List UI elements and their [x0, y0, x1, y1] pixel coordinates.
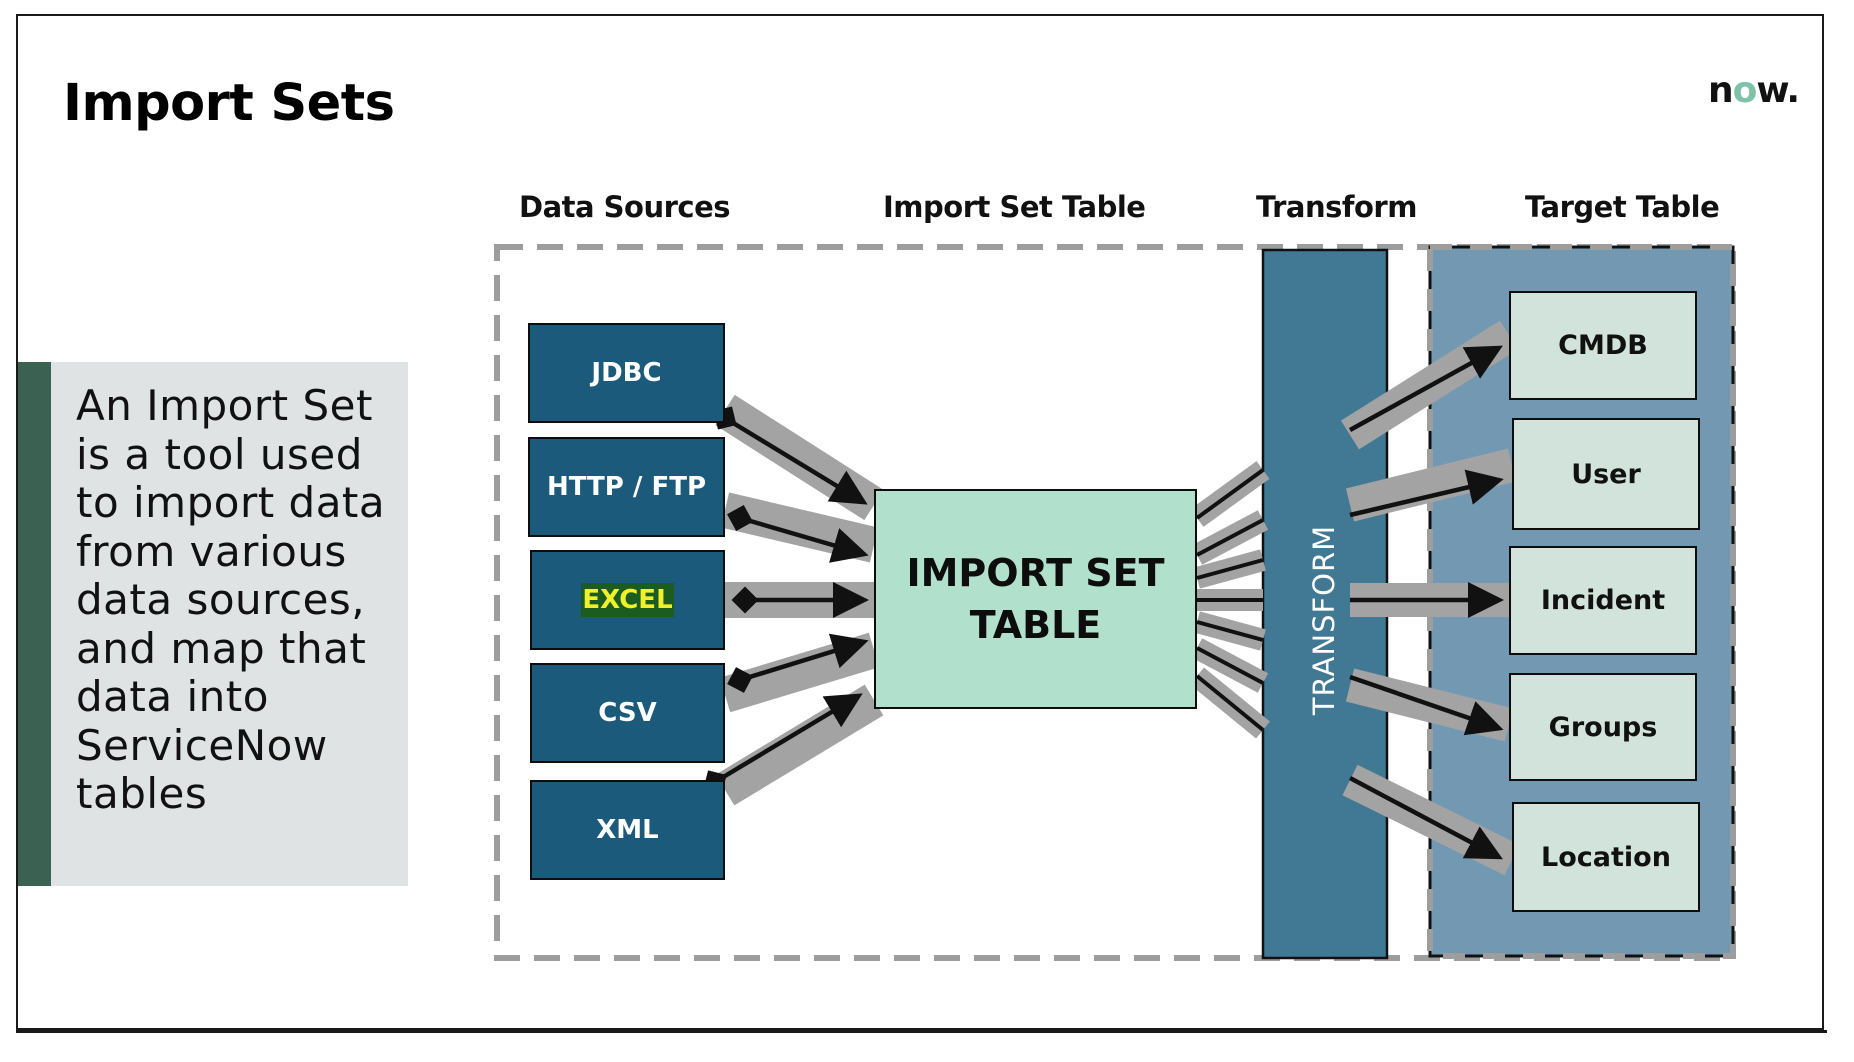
import-set-table-box: IMPORT SET TABLE — [874, 489, 1197, 709]
source-arrow — [713, 406, 868, 505]
target-label: Location — [1541, 841, 1671, 873]
source-connector-band — [715, 394, 884, 521]
transform-to-target-connectors — [1340, 320, 1520, 876]
import-transform-line — [1195, 674, 1265, 732]
source-connector-band — [719, 632, 880, 713]
source-xml: XML — [530, 780, 725, 880]
source-arrow — [727, 505, 869, 563]
import-transform-line — [1195, 468, 1265, 520]
source-connector-band — [715, 684, 884, 806]
target-location: Location — [1512, 802, 1700, 912]
source-connectors — [703, 394, 884, 806]
source-label: JDBC — [591, 358, 662, 388]
source-arrow — [727, 633, 869, 693]
target-label: Groups — [1548, 711, 1658, 743]
source-label: HTTP / FTP — [546, 472, 707, 502]
source-label: XML — [596, 815, 659, 845]
target-arrow — [1348, 776, 1503, 860]
description-accent-bar — [18, 362, 51, 886]
source-jdbc: JDBC — [528, 323, 725, 423]
target-user: User — [1512, 418, 1700, 530]
logo-o-icon: o — [1732, 70, 1758, 111]
column-header-transform: Transform — [1256, 190, 1417, 224]
import-transform-line — [1196, 518, 1264, 557]
source-arrow — [703, 693, 863, 794]
column-header-target-table: Target Table — [1525, 190, 1720, 224]
import-to-transform-connectors — [1190, 461, 1270, 739]
source-http-ftp: HTTP / FTP — [528, 437, 725, 537]
target-incident: Incident — [1509, 546, 1697, 655]
import-process-boundary — [494, 244, 1736, 961]
target-arrow — [1348, 345, 1503, 432]
target-arrow — [1349, 469, 1504, 518]
transform-label: TRANSFORM — [1280, 525, 1368, 715]
target-panel-dashed-edge — [1427, 244, 1736, 959]
import-transform-line — [1196, 620, 1264, 642]
slide-shadow — [16, 1030, 1827, 1033]
import-set-label-line2: TABLE — [969, 603, 1102, 647]
column-header-import-set-table: Import Set Table — [883, 190, 1146, 224]
target-label: CMDB — [1558, 330, 1648, 361]
column-header-data-sources: Data Sources — [519, 190, 731, 224]
page-title: Import Sets — [63, 74, 395, 133]
target-label: User — [1571, 458, 1641, 490]
source-csv: CSV — [530, 663, 725, 763]
transform-label-text: TRANSFORM — [1307, 524, 1341, 716]
import-set-label-line1: IMPORT SET — [906, 551, 1165, 595]
description-panel: An Import Set is a tool used to import d… — [18, 362, 408, 886]
logo-n: n — [1708, 70, 1734, 111]
source-label-highlighted: EXCEL — [581, 583, 674, 617]
import-transform-line — [1196, 646, 1264, 685]
logo-w: w. — [1756, 70, 1800, 111]
servicenow-logo: now. — [1708, 70, 1800, 111]
source-label: CSV — [598, 698, 657, 728]
target-cmdb: CMDB — [1509, 291, 1697, 400]
target-label: Incident — [1540, 585, 1666, 616]
target-groups: Groups — [1509, 673, 1697, 781]
target-arrow — [1349, 674, 1504, 736]
import-transform-line — [1196, 558, 1264, 580]
source-connector-band — [720, 492, 879, 563]
description-text: An Import Set is a tool used to import d… — [76, 381, 386, 818]
source-excel: EXCEL — [530, 550, 725, 650]
